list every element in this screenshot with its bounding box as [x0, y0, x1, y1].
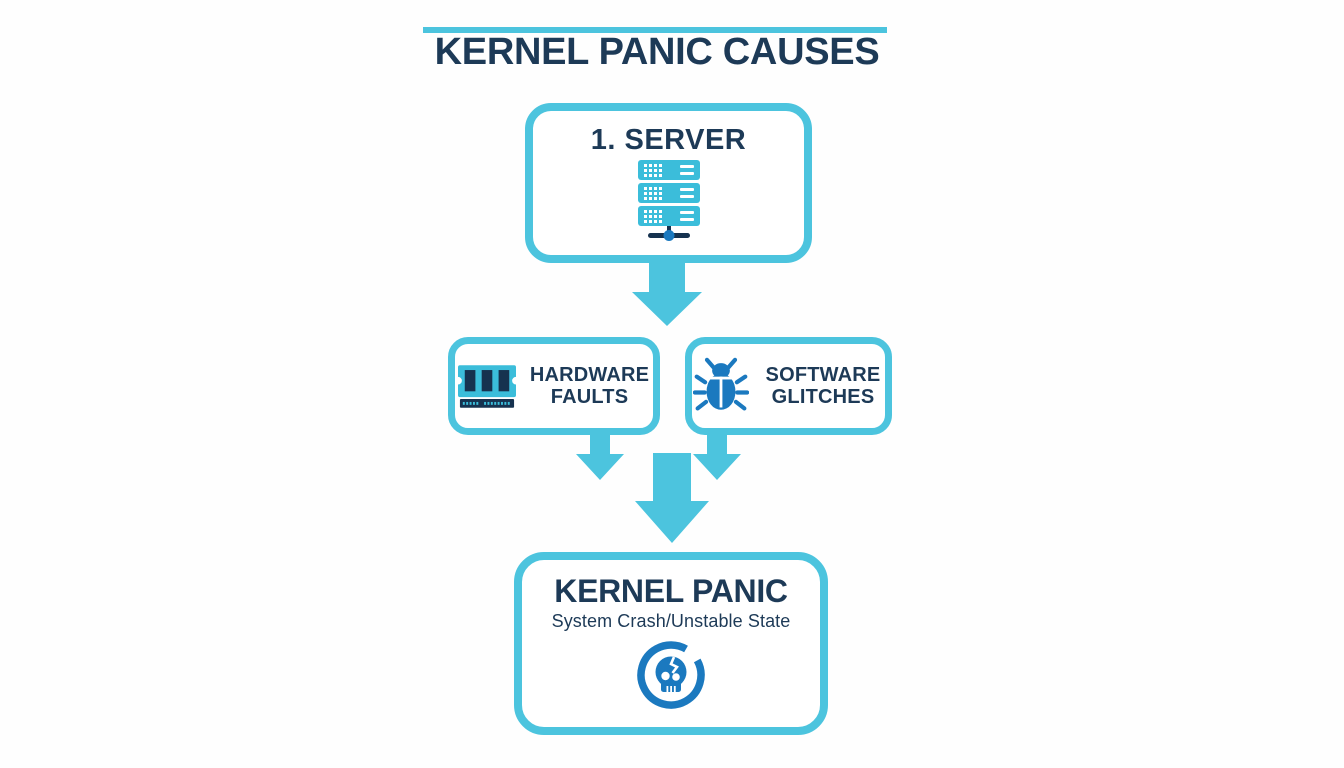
node-software-glitches: SOFTWARE GLITCHES [685, 337, 892, 435]
server-label: 1. SERVER [590, 124, 747, 156]
node-server: 1. SERVER [525, 103, 812, 263]
arrow-hardware-down-icon [576, 434, 624, 480]
page-title: KERNEL PANIC CAUSES [434, 31, 880, 73]
hardware-faults-label: HARDWARE FAULTS [529, 363, 650, 408]
arrow-server-to-causes-icon [632, 256, 702, 326]
title-accent-line [423, 27, 887, 33]
bug-icon [693, 357, 749, 411]
server-rack-icon [637, 160, 700, 241]
node-hardware-faults: HARDWARE FAULTS [448, 337, 660, 435]
cracked-skull-icon [637, 641, 705, 709]
arrow-software-down-icon [693, 434, 741, 480]
arrow-causes-to-kernel-panic-icon [635, 453, 709, 543]
kernel-panic-title: KERNEL PANIC [554, 573, 788, 609]
software-glitches-label: SOFTWARE GLITCHES [765, 363, 881, 408]
ram-memory-icon [457, 365, 516, 408]
kernel-panic-subtitle: System Crash/Unstable State [551, 611, 791, 631]
node-kernel-panic: KERNEL PANIC System Crash/Unstable State [514, 552, 828, 735]
